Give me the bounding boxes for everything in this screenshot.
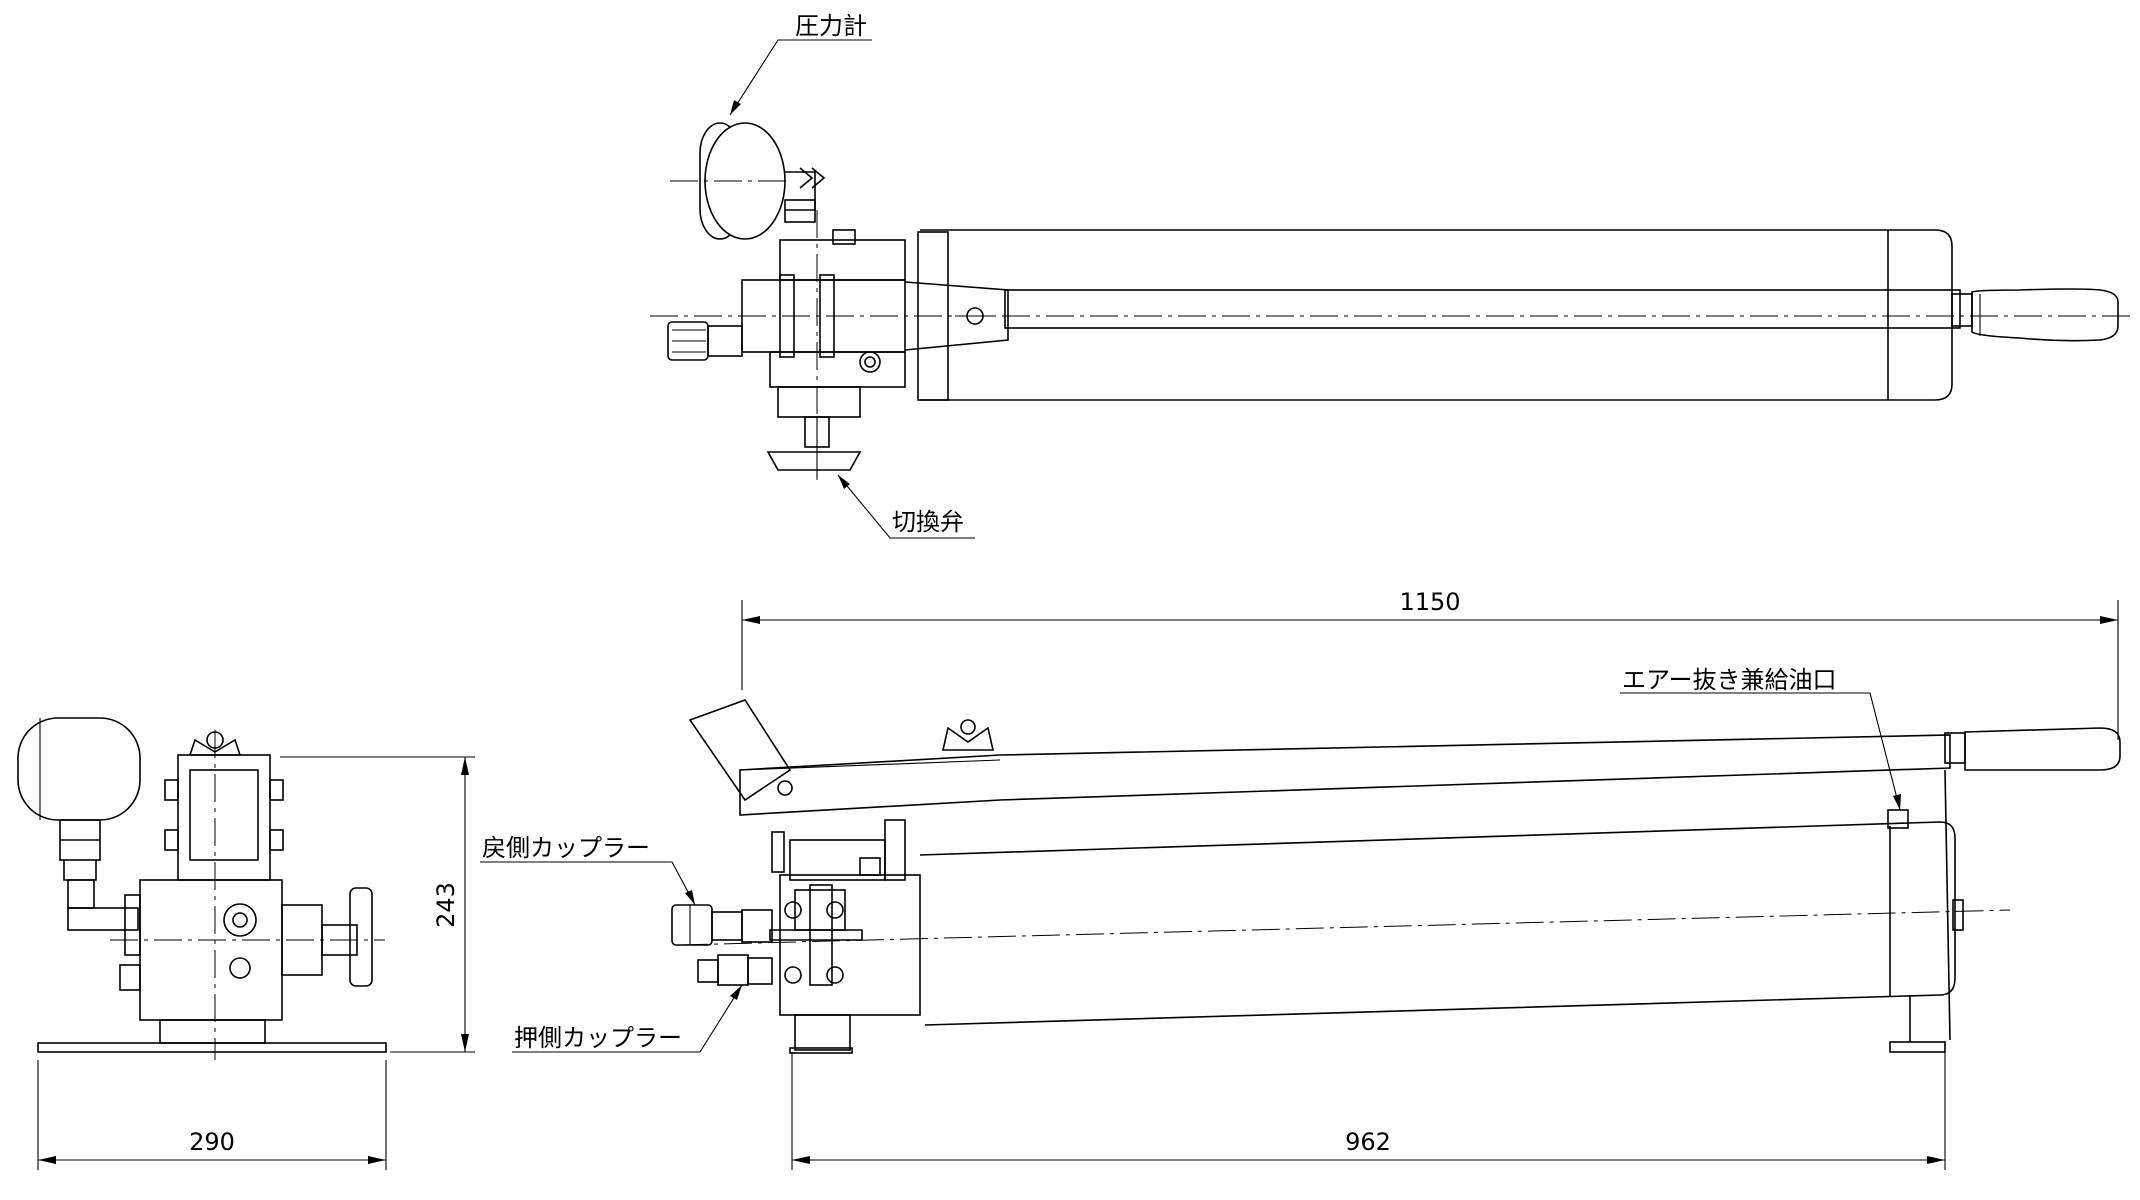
lever-front <box>688 699 1951 816</box>
label-return-coupler: 戻側カップラー <box>482 834 650 862</box>
dimension-overall-length: 1150 <box>1399 588 1460 616</box>
top-view <box>650 122 2130 480</box>
leader-selector-valve: 切換弁 <box>837 474 975 539</box>
end-view <box>17 717 387 1060</box>
lever-grip-top <box>1951 288 2119 342</box>
reservoir-front <box>919 769 1964 1053</box>
leader-pressure-gauge: 圧力計 <box>729 12 872 116</box>
coupler-top <box>667 321 743 361</box>
pump-head-end <box>164 731 284 881</box>
selector-valve-handle-top <box>766 416 862 478</box>
dimension-243: 243 <box>280 756 475 1053</box>
lever-grip-front <box>1944 727 2121 771</box>
pressure-gauge-top <box>670 122 826 240</box>
leader-return-coupler: 戻側カップラー <box>480 834 696 906</box>
valve-block-end <box>119 879 373 1044</box>
dimension-962: 962 <box>791 1052 1946 1170</box>
label-push-coupler: 押側カップラー <box>514 1024 682 1052</box>
pressure-gauge-end <box>17 717 141 931</box>
front-view <box>671 699 2121 1054</box>
label-pressure-gauge: 圧力計 <box>795 12 867 40</box>
reservoir-top <box>917 229 1961 401</box>
return-coupler-front <box>671 904 773 946</box>
dimension-height: 243 <box>432 882 460 928</box>
base-plate-end <box>37 1042 387 1053</box>
label-air-vent-oil-port: エアー抜き兼給油口 <box>1622 666 1837 694</box>
leader-air-vent: エアー抜き兼給油口 <box>1620 666 1901 811</box>
wing-nut-front <box>941 719 995 751</box>
dimension-1150: 1150 <box>741 588 2119 740</box>
label-selector-valve: 切換弁 <box>892 508 964 536</box>
dimension-base-width: 290 <box>189 1128 235 1156</box>
valve-body-top <box>741 229 1009 418</box>
dimension-290: 290 <box>37 1060 387 1170</box>
leader-push-coupler: 押側カップラー <box>512 984 743 1053</box>
dimension-base-length: 962 <box>1345 1128 1391 1156</box>
push-coupler-front <box>697 954 773 986</box>
pump-body-front <box>769 819 921 1054</box>
